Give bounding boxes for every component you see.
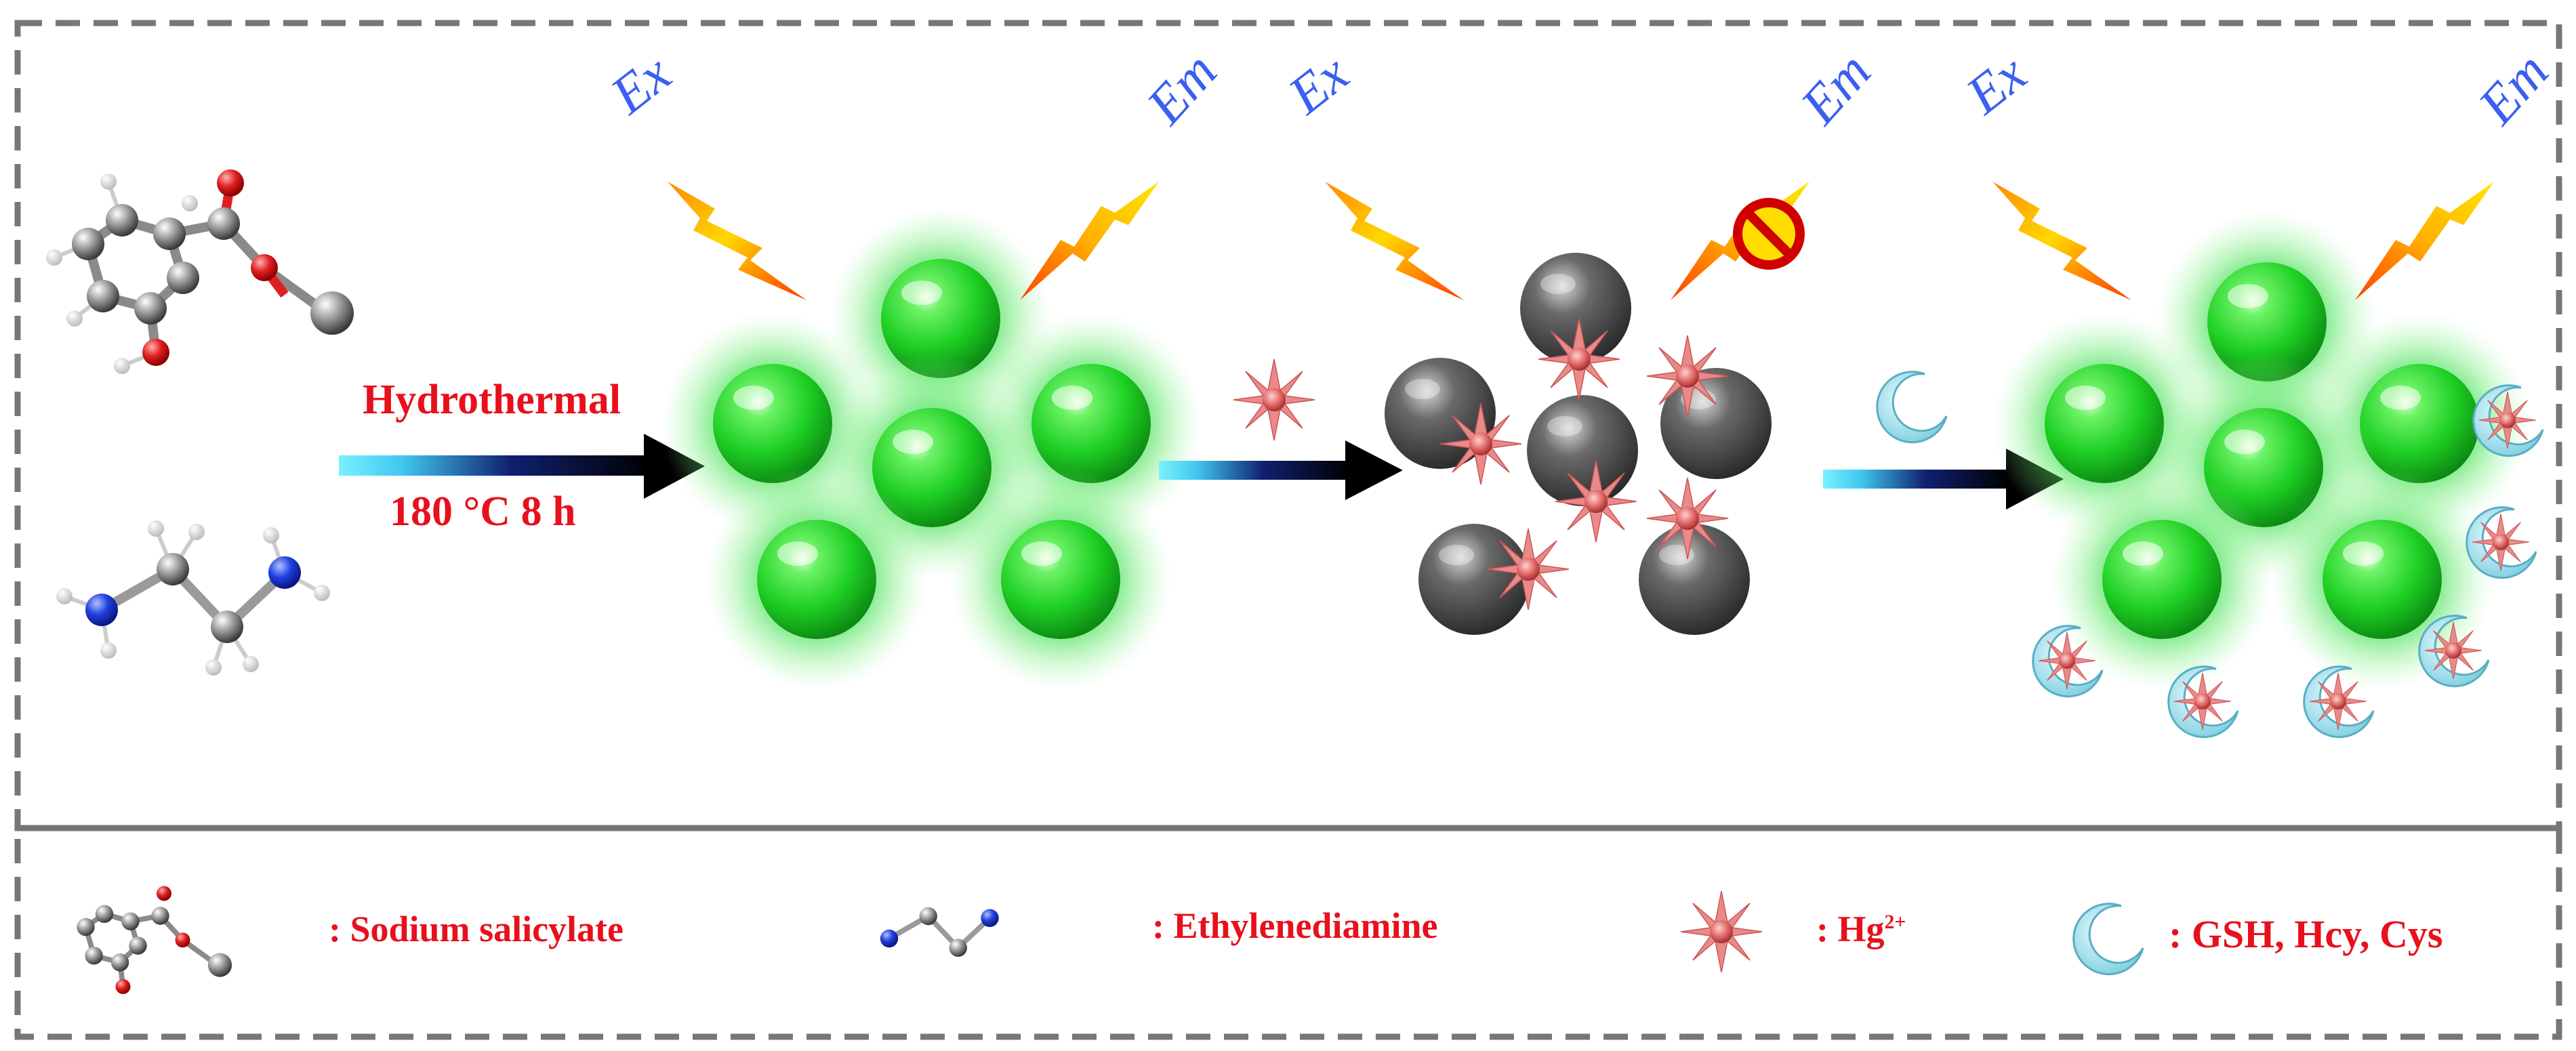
top-panel-border <box>14 20 2562 831</box>
ex-bolt-2 <box>1325 182 1464 300</box>
legend-panel-border <box>14 825 2562 1040</box>
legend-ethylenediamine-molecule <box>880 907 999 957</box>
ethylenediamine-molecule <box>56 520 330 676</box>
thiol-above-arrow <box>1876 371 1948 444</box>
hg-ion-above-arrow <box>1233 358 1315 441</box>
hydrothermal-label: Hydrothermal <box>363 377 621 423</box>
no-emission-sign <box>1733 198 1805 270</box>
fluorescent-cdots-group-1 <box>661 207 1203 691</box>
hydrothermal-condition-label: 180 °C 8 h <box>390 489 576 535</box>
ex-bolt-1 <box>668 182 806 300</box>
legend-hg-charge: 2+ <box>1884 911 1906 933</box>
legend-thiols-label: : GSH, Hcy, Cys <box>2169 912 2443 956</box>
legend-thiol-icon <box>2072 903 2144 976</box>
sodium-salicylate-molecule <box>46 169 354 374</box>
legend-hg-icon <box>1680 890 1763 973</box>
legend-hg-text: : Hg <box>1816 909 1885 949</box>
legend-sodium-salicylate-molecule <box>77 886 232 994</box>
em-bolt-3 <box>2355 182 2494 300</box>
ex-bolt-3 <box>1992 182 2131 300</box>
legend-hg-label: : Hg2+ <box>1816 908 1906 950</box>
hg-addition-arrow <box>1159 440 1403 500</box>
legend-ethylenediamine-label: : Ethylenediamine <box>1152 905 1438 946</box>
legend-sodium-salicylate-label: : Sodium salicylate <box>329 909 624 949</box>
